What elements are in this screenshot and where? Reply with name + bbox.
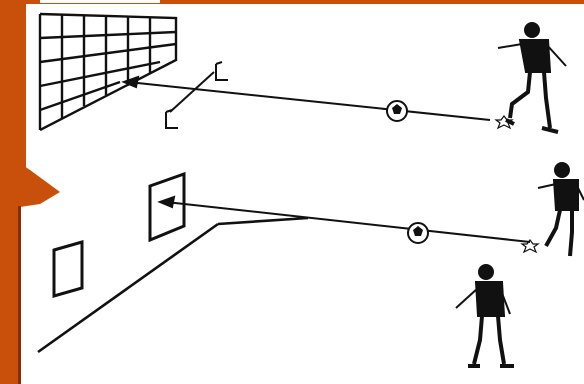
frame-left-bottom-bar	[0, 206, 18, 384]
wall-outline	[38, 218, 308, 352]
cone-marker	[166, 110, 178, 128]
ball-path-line	[166, 202, 530, 242]
bottom-trajectory	[160, 197, 530, 242]
frame-diagonal	[0, 150, 60, 210]
frame-inner-stripe	[18, 206, 21, 384]
soccer-ball	[408, 223, 428, 243]
target-square	[150, 174, 184, 240]
net-line	[40, 44, 176, 62]
soccer-ball	[387, 101, 407, 121]
player-kicking-bottom	[538, 163, 584, 256]
goal-net	[40, 14, 176, 130]
frame-top-white-tab	[40, 0, 160, 3]
cone-marker	[216, 62, 228, 80]
target-square	[54, 242, 82, 296]
top-trajectory	[124, 77, 490, 120]
player-kicking-top	[498, 23, 566, 132]
arrow-head	[160, 197, 174, 207]
wall-top-line	[218, 218, 308, 224]
pass-line	[170, 72, 214, 112]
player-standing	[456, 265, 514, 366]
wall-base-line	[38, 224, 218, 352]
net-line	[40, 62, 160, 86]
net-line	[40, 32, 176, 38]
cone-markers	[166, 62, 228, 128]
